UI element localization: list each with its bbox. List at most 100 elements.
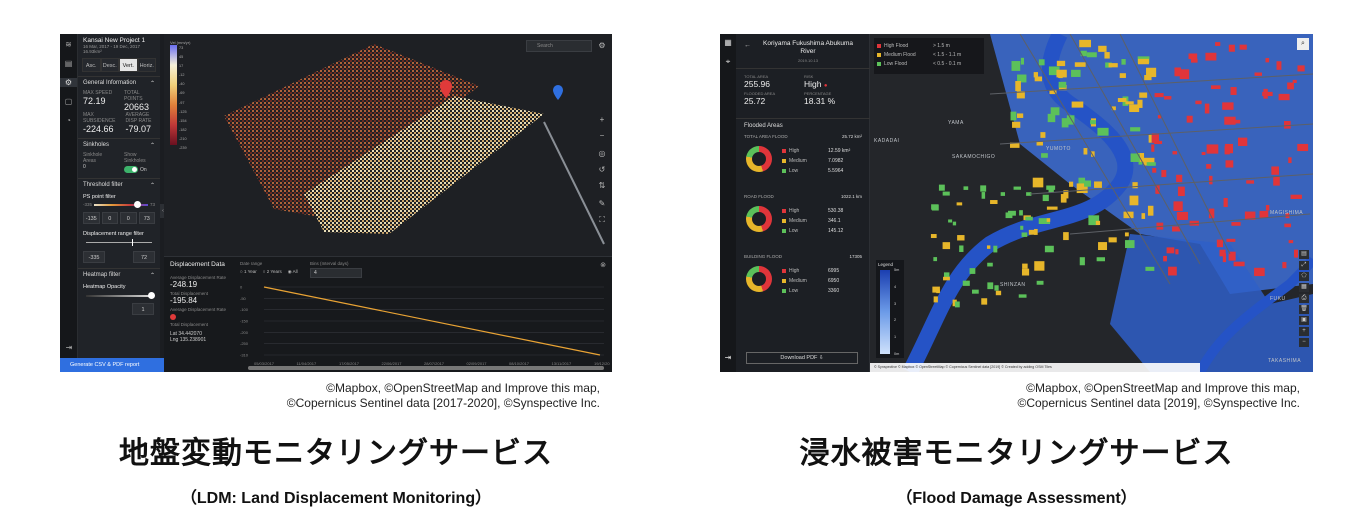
disp-max-input[interactable]: 72 bbox=[133, 251, 155, 263]
zoom-in-icon[interactable]: + bbox=[599, 115, 605, 124]
fullscreen-icon[interactable]: ⛶ bbox=[599, 215, 605, 224]
logout-icon[interactable]: ⇥ bbox=[724, 353, 732, 362]
flooded-building bbox=[1091, 151, 1095, 157]
rotate-icon[interactable]: ↺ bbox=[598, 165, 606, 174]
compass-icon[interactable]: ◎ bbox=[598, 149, 606, 158]
radio-1-year[interactable]: ○ 1 Year bbox=[240, 269, 257, 274]
timeline-scrollbar[interactable] bbox=[248, 366, 604, 370]
ps-mid-input[interactable]: 0 bbox=[101, 212, 118, 224]
search-icon[interactable]: ⌕ bbox=[1297, 38, 1309, 50]
collapse-sidebar-icon[interactable]: ‹ bbox=[160, 204, 166, 218]
grid-icon[interactable]: ▦ bbox=[1299, 283, 1309, 292]
close-icon[interactable]: ⊗ bbox=[600, 262, 606, 269]
disp-range-slider[interactable] bbox=[86, 239, 152, 246]
logout-icon[interactable]: ⇥ bbox=[65, 343, 73, 352]
flooded-building bbox=[969, 268, 976, 274]
flooded-building bbox=[1172, 226, 1181, 232]
flooded-building bbox=[986, 245, 991, 249]
layers-icon[interactable]: ▤ bbox=[1299, 250, 1309, 259]
ps-mid2-input[interactable]: 0 bbox=[120, 212, 137, 224]
settings-icon[interactable]: ⚙ bbox=[60, 78, 77, 87]
point-cloud-svg bbox=[224, 44, 605, 245]
grid-icon[interactable]: ▦ bbox=[724, 38, 732, 47]
back-arrow-icon[interactable]: ← bbox=[744, 42, 751, 49]
flooded-building bbox=[1129, 195, 1139, 206]
ldm-screenshot: ≋ ▤ ⚙ ▢ ◔ ⇥ Kansai New Project 1 16 Mar,… bbox=[60, 34, 612, 372]
chart-icon[interactable]: ◔ bbox=[66, 116, 71, 125]
flooded-building bbox=[1172, 151, 1178, 155]
tab-desc[interactable]: Desc. bbox=[100, 58, 119, 72]
ps-min-input[interactable]: -135 bbox=[83, 212, 100, 224]
sinkhole-toggle[interactable] bbox=[124, 166, 138, 173]
layers-icon[interactable]: ▤ bbox=[64, 59, 73, 68]
point-cloud-south bbox=[304, 96, 544, 234]
flood-donut-chart bbox=[746, 266, 772, 292]
radio-all[interactable]: ◉ All bbox=[287, 269, 298, 274]
legend-tick: -239 bbox=[179, 146, 187, 150]
ruler-icon[interactable]: ⤢ bbox=[1299, 261, 1309, 270]
project-title[interactable]: Kansai New Project 1 bbox=[83, 37, 146, 44]
tab-horiz[interactable]: Horiz. bbox=[137, 58, 156, 72]
tab-vert[interactable]: Vert. bbox=[119, 58, 138, 72]
flooded-building bbox=[1177, 186, 1185, 197]
flooded-building bbox=[1176, 174, 1183, 183]
flooded-building bbox=[943, 276, 950, 281]
search-input[interactable]: Search bbox=[526, 40, 592, 52]
print-icon[interactable]: ⎙ bbox=[1299, 294, 1309, 303]
flooded-building bbox=[1143, 157, 1155, 166]
download-pdf-button[interactable]: Download PDF ⇩ bbox=[746, 352, 858, 364]
user-icon[interactable]: ⚙ bbox=[598, 41, 606, 50]
bins-input[interactable]: 4 bbox=[310, 268, 362, 278]
flooded-building bbox=[1210, 85, 1221, 90]
flooded-building bbox=[1259, 210, 1269, 218]
map-attribution: © Synspective © Mapbox © OpenStreetMap ©… bbox=[870, 363, 1200, 372]
polygon-icon[interactable]: ⬠ bbox=[1299, 272, 1309, 281]
y-tick-label: -100 bbox=[240, 307, 249, 312]
measure-icon[interactable]: ✎ bbox=[598, 199, 606, 208]
flooded-building bbox=[1222, 102, 1234, 110]
flooded-building bbox=[1284, 121, 1291, 129]
general-info-header[interactable]: General Information⌃ bbox=[78, 76, 160, 90]
x-tick-label: 11/04/2017 bbox=[297, 361, 317, 366]
ldm-service-subtitle: （LDM: Land Displacement Monitoring） bbox=[180, 490, 492, 507]
ps-max-input[interactable]: 73 bbox=[138, 212, 155, 224]
camera-icon[interactable]: ▣ bbox=[1299, 316, 1309, 325]
sinkholes-header[interactable]: Sinkholes⌃ bbox=[78, 138, 160, 152]
depth-tick: 0m bbox=[894, 352, 900, 356]
flooded-building bbox=[1176, 211, 1189, 220]
flooded-building bbox=[938, 184, 945, 191]
tilt-icon[interactable]: ⇅ bbox=[598, 181, 606, 190]
flooded-building bbox=[1032, 177, 1044, 188]
document-icon[interactable]: ▢ bbox=[64, 97, 73, 106]
flooded-building bbox=[1013, 186, 1021, 190]
map-pin-icon[interactable]: ⌖ bbox=[725, 57, 731, 66]
flooded-building bbox=[1132, 182, 1138, 189]
flooded-building bbox=[1117, 98, 1127, 103]
heatmap-header[interactable]: Heatmap filter⌃ bbox=[78, 268, 160, 282]
opacity-slider[interactable] bbox=[86, 292, 155, 299]
flood-credit: ©Mapbox, ©OpenStreetMap and Improve this… bbox=[1017, 381, 1300, 410]
menu-icon[interactable]: ≋ bbox=[65, 40, 72, 49]
zoom-out-icon[interactable]: − bbox=[599, 131, 605, 140]
ps-range-slider[interactable] bbox=[94, 200, 148, 208]
y-tick-label: -250 bbox=[240, 341, 249, 346]
flooded-building bbox=[1237, 137, 1248, 146]
place-label: SHINZAN bbox=[1000, 282, 1026, 288]
flooded-building bbox=[981, 298, 988, 305]
threshold-header[interactable]: Threshold filter⌃ bbox=[78, 178, 160, 192]
place-label: MAGISHIMA bbox=[1270, 210, 1304, 216]
tab-asc[interactable]: Asc. bbox=[82, 58, 101, 72]
river bbox=[902, 34, 1134, 372]
zoom-out-icon[interactable]: − bbox=[1299, 338, 1309, 347]
radio-2-years[interactable]: ○ 2 Years bbox=[262, 269, 282, 274]
generate-report-button[interactable]: Generate CSV & PDF report bbox=[60, 358, 164, 372]
delete-icon[interactable]: 🗑 bbox=[1299, 305, 1309, 314]
flooded-building bbox=[1079, 39, 1092, 48]
flooded-building bbox=[1226, 238, 1236, 242]
opacity-input[interactable]: 1 bbox=[132, 303, 154, 315]
avg-displacement-value: -248.19 bbox=[170, 280, 198, 289]
disp-min-input[interactable]: -335 bbox=[83, 251, 105, 263]
zoom-in-icon[interactable]: + bbox=[1299, 327, 1309, 336]
